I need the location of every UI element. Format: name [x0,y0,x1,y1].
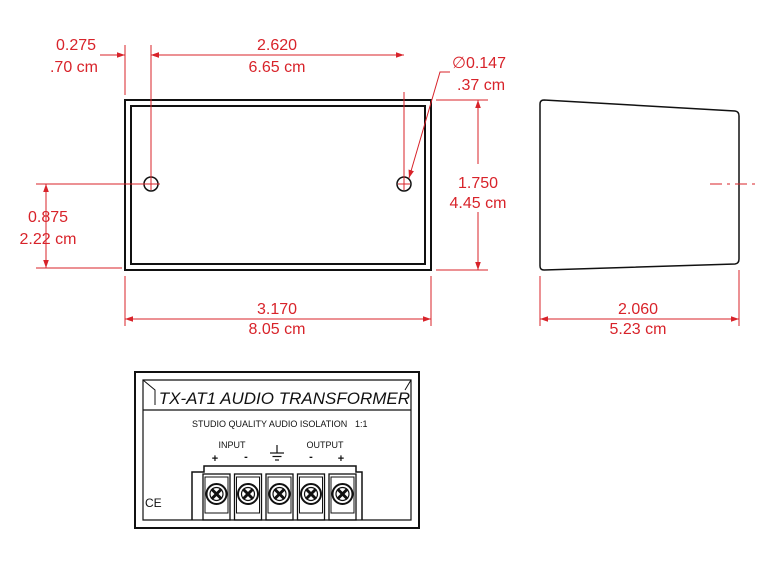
dim-height-in: 1.750 [458,175,498,192]
dim-hole-height-in: 0.875 [28,209,68,226]
top-view-inner-outline [130,105,426,265]
ground-symbol-icon [270,445,284,461]
dim-hole-diameter: ∅0.147 .37 cm [408,55,506,179]
dim-hole-height-cm: 2.22 cm [20,231,77,248]
terminal-output-minus [296,473,326,521]
input-label: INPUT [219,440,247,450]
front-panel: TX-AT1 AUDIO TRANSFORMER STUDIO QUALITY … [134,371,420,529]
dim-height-cm: 4.45 cm [450,195,507,212]
dim-width: 3.170 8.05 cm [125,301,431,338]
top-view [36,45,488,326]
dim-width-in: 3.170 [257,301,297,318]
side-view-outline [539,99,740,271]
dim-depth-cm: 5.23 cm [610,321,667,338]
terminal-ground [265,473,294,521]
output-label: OUTPUT [307,440,345,450]
terminal-input-plus [202,473,231,521]
terminal-block [191,465,363,520]
terminal-input-minus [233,473,263,521]
dim-width-cm: 8.05 cm [249,321,306,338]
side-view [539,99,760,326]
dim-depth-in: 2.060 [618,301,658,318]
input-minus-label: - [244,451,248,463]
dim-hole-diameter-cm: .37 cm [457,77,505,94]
dim-hole-offset: 0.275 .70 cm [50,37,176,76]
ce-mark-icon: CE [145,496,162,510]
dim-hole-offset-in: 0.275 [56,37,96,54]
output-plus-label: + [338,453,344,465]
dim-height: 1.750 4.45 cm [450,100,507,270]
output-minus-label: - [309,451,313,463]
input-plus-label: + [212,453,218,465]
front-panel-title: TX-AT1 AUDIO TRANSFORMER [159,389,410,408]
front-panel-ratio: 1:1 [355,419,368,429]
dim-hole-spacing: 2.620 6.65 cm [151,37,404,76]
top-view-outer-outline [124,99,432,271]
front-panel-subtitle: STUDIO QUALITY AUDIO ISOLATION [192,419,347,429]
dim-hole-offset-cm: .70 cm [50,59,98,76]
dim-depth: 2.060 5.23 cm [540,301,739,338]
terminal-output-plus [328,473,357,521]
front-panel-inner-outline [142,379,412,521]
dim-hole-spacing-in: 2.620 [257,37,297,54]
front-panel-outer-outline [134,371,420,529]
dim-hole-height: 0.875 2.22 cm [20,184,77,268]
dim-hole-diameter-in: ∅0.147 [452,55,506,72]
dim-hole-spacing-cm: 6.65 cm [249,59,306,76]
